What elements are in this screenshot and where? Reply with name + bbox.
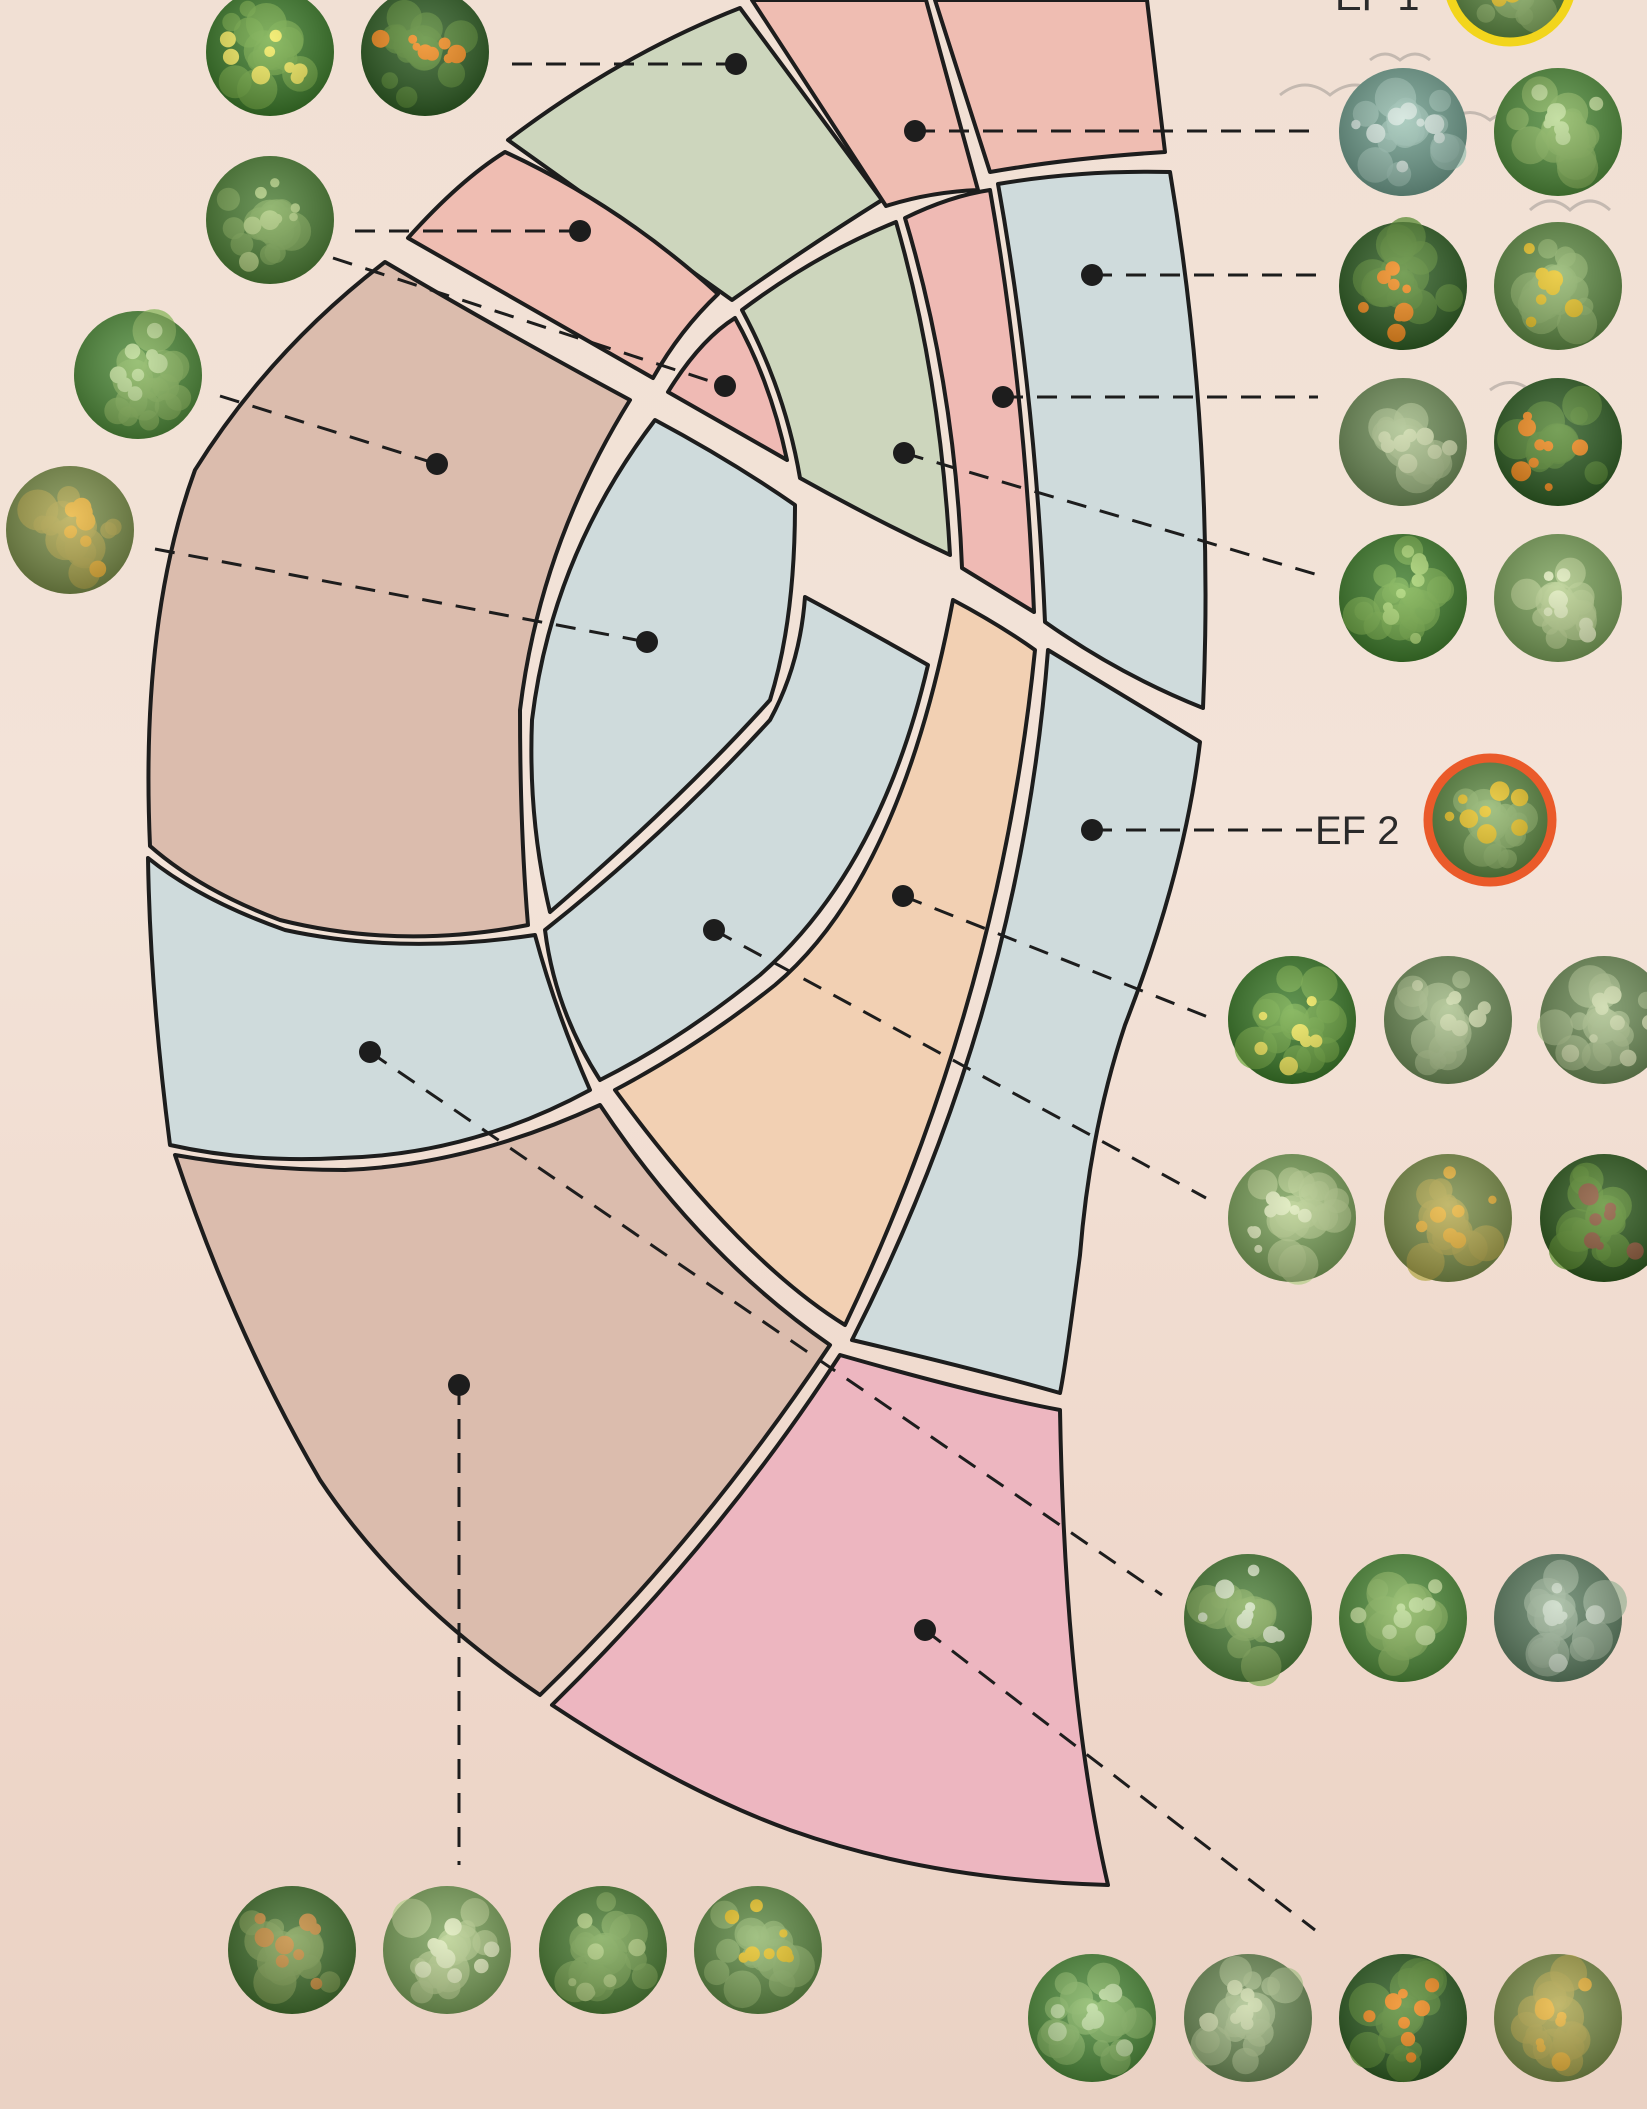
onion-plant-icon	[1540, 1154, 1647, 1282]
zone-segments	[148, 0, 1206, 1885]
banana-plant-icon	[1494, 222, 1622, 350]
gourd-plant-icon	[1228, 956, 1356, 1084]
pineapple-icon	[1384, 1154, 1512, 1282]
crop-rows-icon	[1184, 1554, 1312, 1686]
coconut-field-icon	[1184, 1954, 1312, 2082]
shrub-icon	[206, 156, 334, 284]
leafy-crop-icon	[1028, 1954, 1156, 2082]
pineapple-icon	[1494, 1954, 1622, 2082]
shrub-icon	[539, 1886, 667, 2014]
bean-plant-icon	[1339, 534, 1467, 662]
pineapple-icon	[6, 466, 134, 594]
orange-tree-icon	[1494, 378, 1622, 506]
coconut-field-icon	[1339, 378, 1467, 506]
coconut-field-icon	[1537, 956, 1647, 1084]
orange-tree-icon	[361, 0, 489, 116]
mango-orchard-icon	[228, 1886, 356, 2014]
zone-blue-upper-right	[998, 172, 1206, 708]
ef1-label: EF 1	[1335, 0, 1419, 19]
guava-tree-icon	[383, 1886, 511, 2014]
potato-plant-icon	[1339, 1554, 1467, 1682]
cabbage-icon	[1339, 68, 1467, 196]
banana-plant-icon	[1448, 0, 1572, 42]
guava-tree-icon	[1494, 534, 1622, 662]
ef2-label: EF 2	[1315, 809, 1399, 853]
banana-plant-icon	[694, 1886, 822, 2014]
orange-tree-icon	[1339, 1954, 1467, 2082]
potato-plant-icon	[1494, 68, 1622, 196]
potato-plant-icon	[74, 309, 202, 439]
coconut-field-icon	[1384, 956, 1512, 1084]
orange-tree-icon	[1339, 217, 1467, 350]
ef2-marker: EF 2	[1315, 809, 1399, 853]
banana-plant-icon	[1428, 758, 1552, 882]
broccoli-icon	[1494, 1554, 1627, 1682]
guava-tree-icon	[1228, 1154, 1356, 1285]
zone-salmon-top-right	[935, 0, 1165, 172]
gourd-plant-icon	[206, 0, 334, 116]
